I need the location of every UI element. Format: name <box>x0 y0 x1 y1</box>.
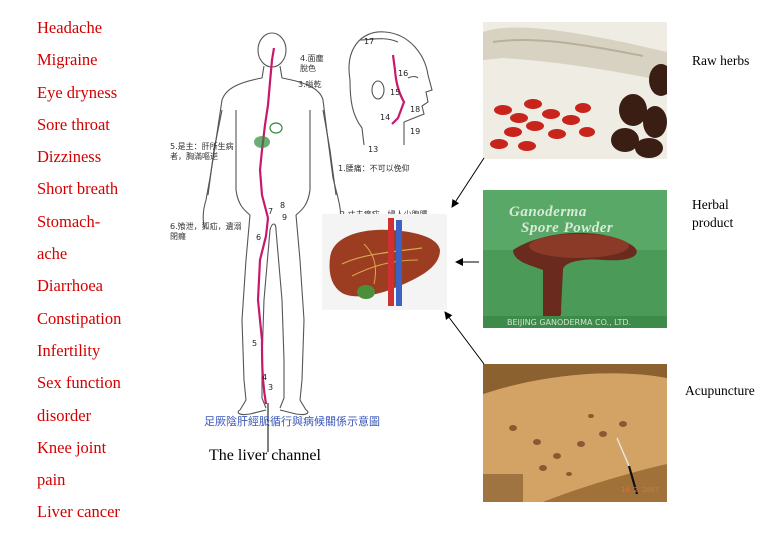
meridian-line <box>256 47 406 405</box>
liver-channel-caption: The liver channel <box>209 447 321 464</box>
symptom-item: Liver cancer <box>37 502 120 522</box>
symptom-item: Constipation <box>37 308 122 328</box>
herbal-product-label: Herbal product <box>692 197 734 230</box>
svg-text:8: 8 <box>280 201 285 210</box>
svg-text:9: 9 <box>282 213 287 222</box>
chest-note: 5.是主：肝所生病者，胸滿嘔逆 <box>170 142 234 161</box>
svg-text:19: 19 <box>410 127 420 136</box>
svg-text:3: 3 <box>268 383 273 392</box>
symptom-item: pain <box>37 470 66 490</box>
svg-text:17: 17 <box>364 37 374 46</box>
svg-text:18: 18 <box>410 105 420 114</box>
symptom-item: Sore throat <box>37 114 110 134</box>
chinese-caption: 足厥陰肝經脈循行與病候關係示意圖 <box>204 415 380 428</box>
symptom-item: Dizziness <box>37 147 102 167</box>
symptom-item: Migraine <box>37 50 98 70</box>
herbal-product-image <box>483 190 667 328</box>
product-company: BEIJING GANODERMA CO., LTD. <box>507 318 632 327</box>
symptom-item: Diarrhoea <box>37 276 103 296</box>
svg-text:16: 16 <box>398 69 408 78</box>
symptom-list: Headache Migraine Eye dryness Sore throa… <box>37 12 157 529</box>
svg-text:15: 15 <box>390 88 400 97</box>
symptom-item: Infertility <box>37 340 101 360</box>
symptom-item: Eye dryness <box>37 82 118 102</box>
face-note: 4.面塵脫色 <box>300 54 324 73</box>
svg-text:13: 13 <box>368 145 378 154</box>
herbal-product-photo: Ganoderma Spore Powder BEIJING GANODERMA… <box>483 190 667 328</box>
product-box-subtitle: Spore Powder <box>521 220 614 236</box>
organ-marks <box>254 122 283 148</box>
symptom-item: Sex function <box>37 373 121 393</box>
symptom-item: Knee joint <box>37 437 107 457</box>
body-outline <box>202 31 433 416</box>
symptom-item: Stomach- <box>37 211 101 231</box>
symptom-item: disorder <box>37 405 92 425</box>
svg-text:6: 6 <box>256 233 261 242</box>
throat-note: 3.嗌乾 <box>298 80 322 89</box>
point-numbers: 17 16 15 14 13 18 19 7 8 9 6 5 3 4 <box>252 37 420 392</box>
side-note: 1.腰痛：不可以俛仰 <box>338 164 410 173</box>
svg-text:7: 7 <box>268 207 273 216</box>
product-box-title: Ganoderma <box>509 204 587 220</box>
svg-text:4: 4 <box>262 373 267 382</box>
svg-text:5: 5 <box>252 339 257 348</box>
raw-herbs-image <box>483 22 667 159</box>
lower-note: 6.飧泄，狐疝，遺溺閉癃 <box>170 222 242 241</box>
symptom-item: ache <box>37 244 68 264</box>
svg-text:14: 14 <box>380 113 390 122</box>
symptom-item: Headache <box>37 18 103 37</box>
symptom-item: Short breath <box>37 179 119 199</box>
date-stamp: 14 2 2007 <box>621 486 659 494</box>
acupuncture-label: Acupuncture <box>685 383 755 398</box>
acupuncture-image <box>483 364 667 502</box>
raw-herbs-label: Raw herbs <box>692 53 750 68</box>
liver-image <box>329 218 440 306</box>
acupuncture-photo: 14 2 2007 <box>483 364 667 502</box>
raw-herbs-photo <box>483 22 667 159</box>
liver-illustration <box>322 214 447 310</box>
